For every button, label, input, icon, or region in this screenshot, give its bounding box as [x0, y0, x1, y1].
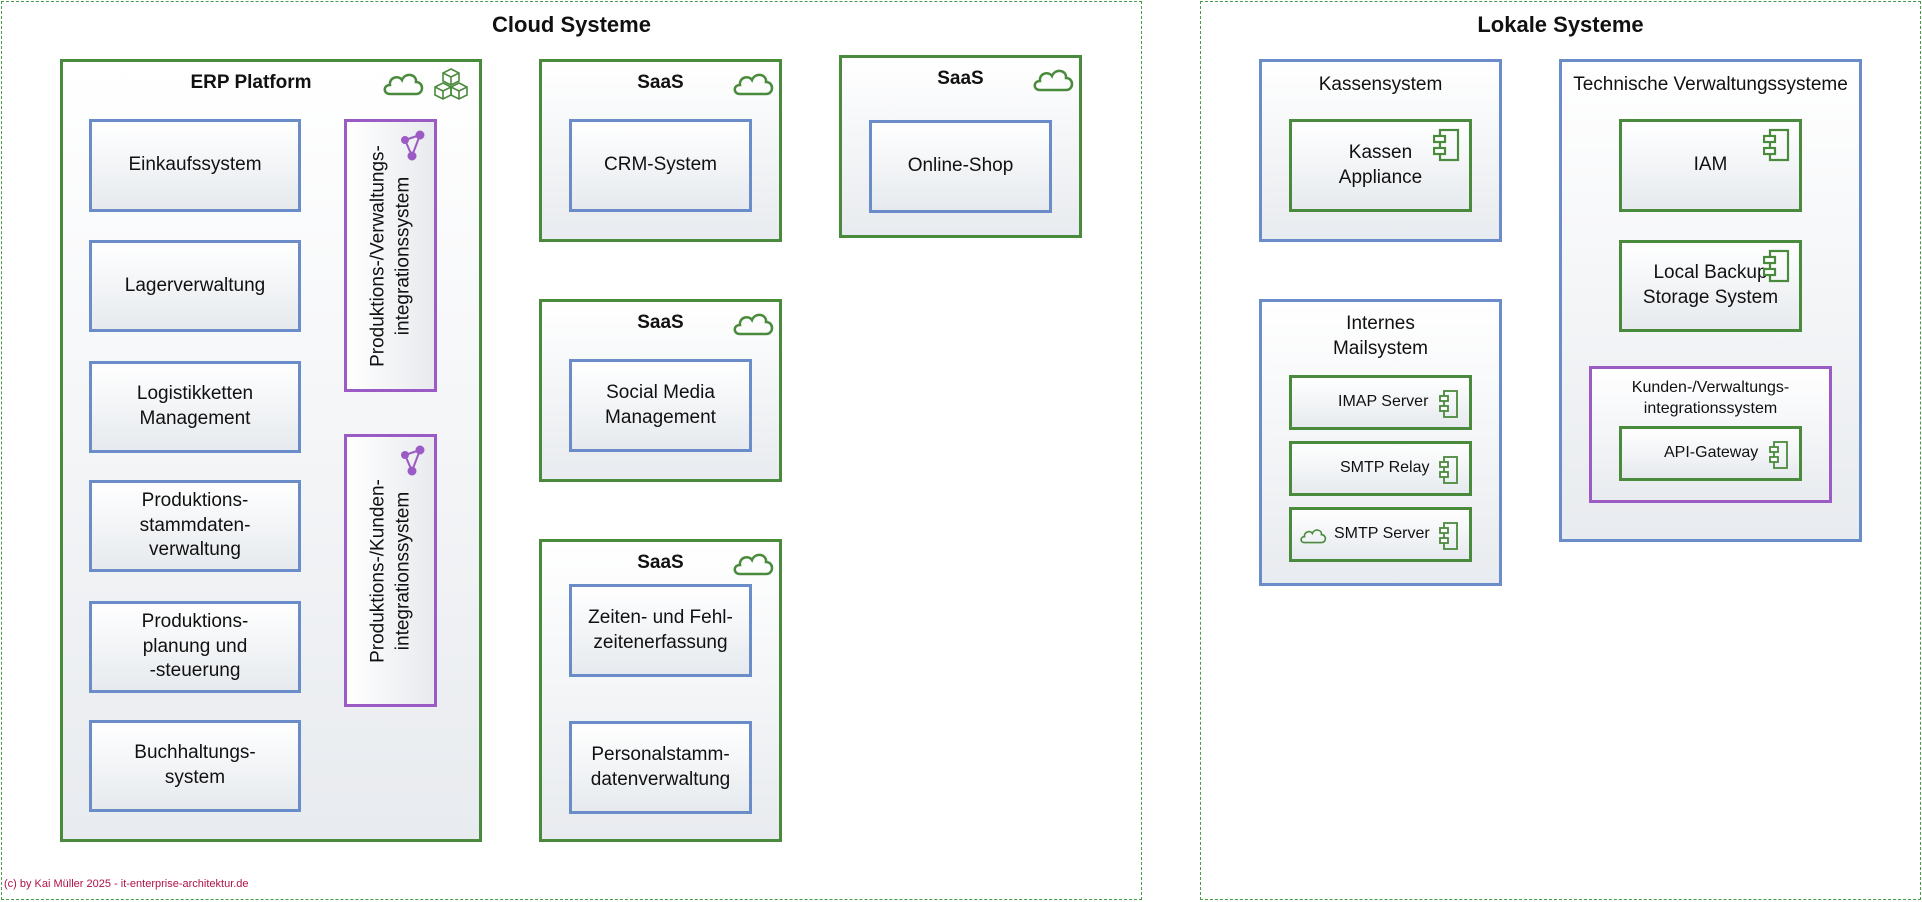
crm-system-box[interactable]: CRM-System	[569, 119, 752, 212]
online-shop-box[interactable]: Online-Shop	[869, 120, 1052, 213]
erp-item-produktionsplanung[interactable]: Produktions- planung und -steuerung	[89, 601, 301, 693]
imap-server-box[interactable]: IMAP Server	[1289, 375, 1472, 430]
local-zone-title: Lokale Systeme	[1477, 12, 1644, 37]
personalstamm-box[interactable]: Personalstamm- datenverwaltung	[569, 721, 752, 814]
kunden-verwaltung-integration-title: Kunden-/Verwaltungs- integrationssystem	[1631, 379, 1790, 417]
cloud-icon	[733, 313, 774, 336]
integration-produktion-verwaltung-label: Produktions-/Verwaltungs- integrationssy…	[366, 144, 413, 367]
saas-crm-title: SaaS	[637, 72, 684, 93]
kassensystem-title: Kassensystem	[1318, 74, 1443, 95]
component-icon	[1439, 522, 1458, 550]
zeiten-box[interactable]: Zeiten- und Fehl- zeitenerfassung	[569, 584, 752, 677]
mailsystem-title: Internes Mailsystem	[1332, 313, 1428, 359]
erp-item-lagerverwaltung[interactable]: Lagerverwaltung	[89, 240, 301, 332]
integration-produktion-kunden[interactable]: Produktions-/Kunden- integrationssystem	[344, 434, 437, 707]
iam-box[interactable]: IAM	[1619, 119, 1802, 212]
smtp-relay-box[interactable]: SMTP Relay	[1289, 441, 1472, 496]
tech-systems-title: Technische Verwaltungssysteme	[1573, 74, 1848, 95]
network-icon	[401, 445, 425, 476]
cloud-icon	[733, 553, 774, 576]
component-icon	[1763, 249, 1790, 283]
saas-hr-title: SaaS	[637, 552, 684, 573]
kassen-appliance-box[interactable]: Kassen Appliance	[1289, 119, 1472, 212]
component-icon	[1769, 441, 1788, 469]
cloud-icon	[383, 73, 424, 96]
local-zone: Lokale Systeme	[1200, 1, 1921, 900]
cloud-zone-title: Cloud Systeme	[492, 12, 651, 37]
cloud-icon	[733, 73, 774, 96]
saas-social-title: SaaS	[637, 312, 684, 333]
erp-item-einkaufssystem[interactable]: Einkaufssystem	[89, 119, 301, 212]
integration-produktion-verwaltung[interactable]: Produktions-/Verwaltungs- integrationssy…	[344, 119, 437, 392]
erp-item-produktionsstammdaten[interactable]: Produktions- stammdaten- verwaltung	[89, 480, 301, 572]
copyright-text: (c) by Kai Müller 2025 - it-enterprise-a…	[4, 878, 249, 890]
component-icon	[1433, 128, 1460, 162]
social-media-box[interactable]: Social Media Management	[569, 359, 752, 452]
backup-storage-box[interactable]: Local Backup Storage System	[1619, 240, 1802, 332]
cloud-zone: Cloud Systeme	[1, 1, 1142, 900]
erp-item-logistikketten[interactable]: Logistikketten Management	[89, 361, 301, 453]
component-icon	[1439, 456, 1458, 484]
cloud-icon	[1033, 69, 1074, 92]
saas-shop-title: SaaS	[937, 68, 984, 89]
erp-platform-title: ERP Platform	[190, 72, 312, 93]
integration-produktion-kunden-label: Produktions-/Kunden- integrationssystem	[366, 478, 413, 663]
component-icon	[1763, 128, 1790, 162]
api-gateway-box[interactable]: API-Gateway	[1619, 426, 1802, 481]
cloud-icon	[1300, 529, 1327, 544]
smtp-server-box[interactable]: SMTP Server	[1289, 507, 1472, 562]
cubes-icon	[434, 68, 468, 100]
erp-item-buchhaltung[interactable]: Buchhaltungs- system	[89, 720, 301, 812]
component-icon	[1439, 390, 1458, 418]
network-icon	[401, 130, 425, 161]
